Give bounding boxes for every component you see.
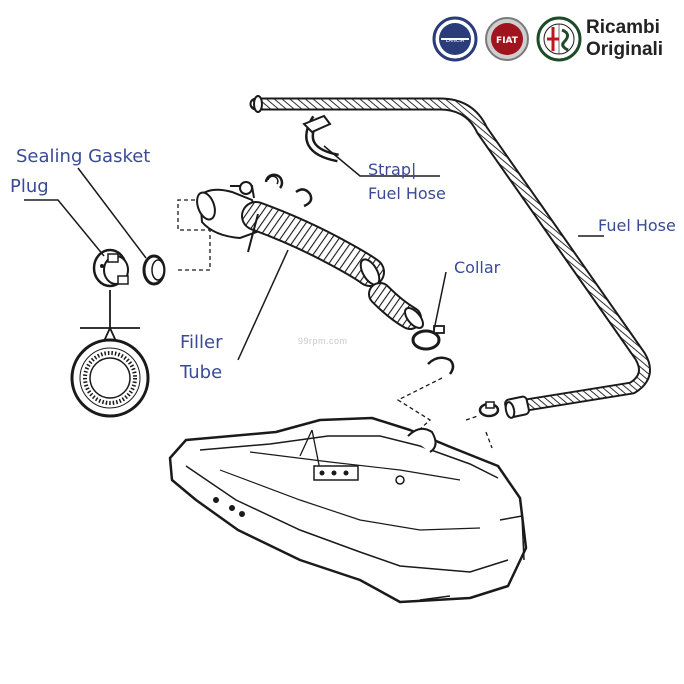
filler-tube (241, 201, 385, 287)
fuel-hose-long (249, 95, 651, 419)
svg-text:LANCIA: LANCIA (446, 38, 465, 44)
hose-clips-top (264, 173, 313, 208)
label-plug: Plug (10, 176, 49, 197)
brand-title-line2: Originali (586, 39, 664, 60)
fiat-logo: FIAT (484, 16, 530, 62)
brand-header: LANCIA FIAT Ricambi Originali (432, 12, 682, 68)
label-collar: Collar (454, 258, 501, 277)
lancia-logo: LANCIA (432, 16, 478, 62)
tank-sender-unit (313, 465, 359, 481)
fuel-tank (168, 416, 528, 604)
watermark: 99rpm.com (298, 336, 348, 346)
plug-detail (70, 290, 150, 418)
label-strap: Strap| (368, 160, 417, 179)
sealing-gasket (142, 254, 166, 286)
short-hose (368, 282, 424, 330)
brand-title-line1: Ricambi (586, 17, 660, 38)
label-filler: Filler (180, 332, 223, 353)
collar (411, 325, 500, 418)
svg-text:FIAT: FIAT (496, 36, 519, 46)
leader-lines (24, 145, 604, 361)
label-tube: Tube (180, 362, 223, 383)
label-sealing-gasket: Sealing Gasket (16, 146, 151, 167)
alfa-romeo-logo (536, 16, 582, 62)
strap (302, 114, 339, 163)
label-fuel-hose: Fuel Hose (598, 216, 676, 235)
plug (92, 248, 129, 288)
label-strap-fuel-hose: Fuel Hose (368, 184, 446, 203)
